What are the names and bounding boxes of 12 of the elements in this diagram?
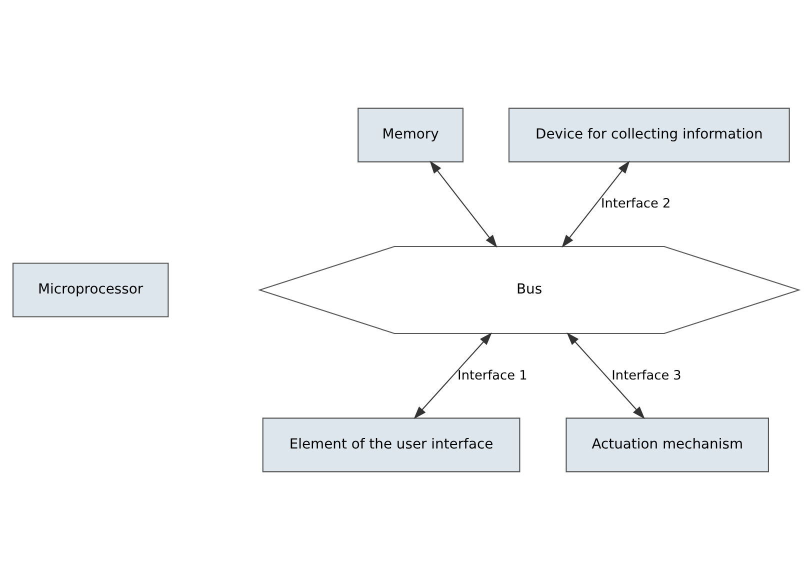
edge-label: Interface 3 (612, 368, 682, 383)
node-box: Actuation mechanism (566, 417, 769, 472)
arrow (430, 160, 498, 248)
node-box: Microprocessor (12, 262, 169, 317)
edge-label: Interface 1 (458, 368, 528, 383)
node-box: Device for collecting information (508, 107, 790, 162)
node-box: Memory (358, 107, 464, 162)
edge-label: Interface 2 (600, 196, 671, 211)
node-box: Element of the user interface (262, 417, 520, 472)
arrow (414, 332, 492, 419)
arrow (566, 332, 645, 419)
arrow (562, 160, 630, 248)
